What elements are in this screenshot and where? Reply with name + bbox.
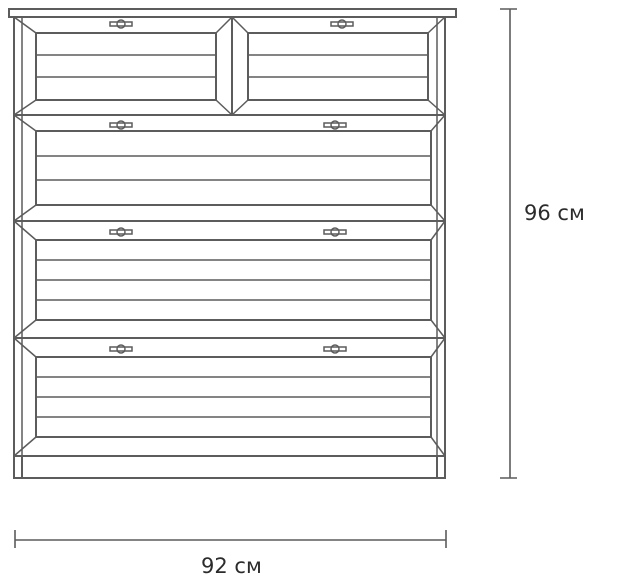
drawer-row-4: [13, 337, 446, 457]
height-dimension: [500, 8, 517, 479]
handle-row2-right: [323, 120, 347, 130]
width-label: 92 см: [201, 554, 262, 578]
height-label: 96 см: [524, 201, 585, 225]
drawer-row-2: [13, 114, 446, 222]
cabinet-frame: [13, 16, 446, 479]
handle-row4-left: [109, 344, 133, 354]
handle-row3-right: [323, 227, 347, 237]
drawer-top-right: [231, 16, 446, 116]
handle-row3-left: [109, 227, 133, 237]
plinth: [21, 455, 438, 479]
handle-row4-right: [323, 344, 347, 354]
width-dimension: [14, 530, 447, 548]
handle-row1-right: [330, 19, 354, 29]
handle-row2-left: [109, 120, 133, 130]
top-board: [8, 8, 457, 18]
drawer-top-left: [13, 16, 233, 116]
handle-row1-left: [109, 19, 133, 29]
drawer-row-3: [13, 220, 446, 339]
